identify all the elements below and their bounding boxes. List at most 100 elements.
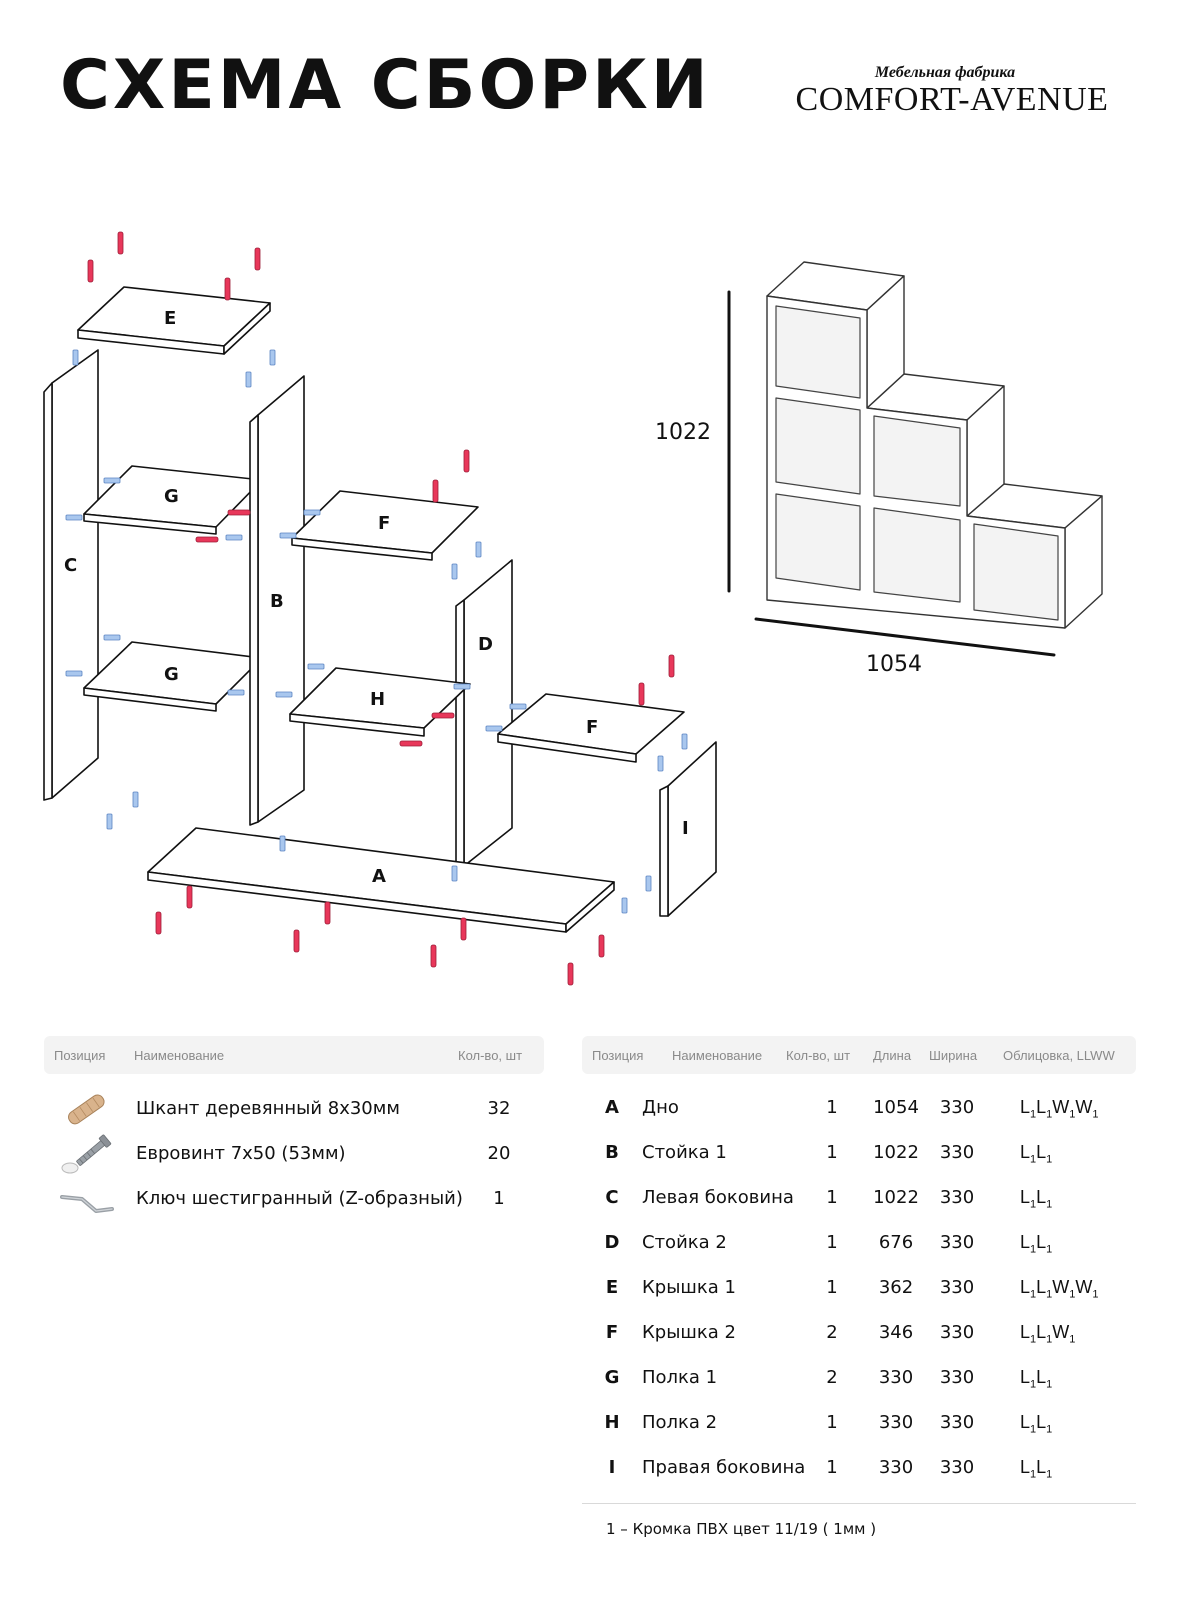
table-divider <box>582 1503 1136 1504</box>
hardware-row: Шкант деревянный 8х30мм 32 <box>44 1089 544 1129</box>
brand-logo: Мебельная фабрика COMFORT-AVENUE <box>760 64 1120 118</box>
edging-footnote: 1 – Кромка ПВХ цвет 11/19 ( 1мм ) <box>606 1520 877 1538</box>
part-name: Стойка 2 <box>642 1232 727 1253</box>
part-qty: 1 <box>826 1457 838 1478</box>
part-length: 1054 <box>873 1097 919 1118</box>
panel-f-lower <box>497 693 685 763</box>
part-qty: 1 <box>826 1097 838 1118</box>
part-edging: L1L1 <box>1020 1232 1053 1256</box>
part-width: 330 <box>939 1097 975 1118</box>
eurobolt-screw-icon <box>61 1134 112 1174</box>
part-length: 330 <box>878 1367 914 1388</box>
parts-header-length: Длина <box>873 1048 912 1063</box>
dowel-markers <box>87 231 675 986</box>
part-name: Правая боковина <box>642 1457 806 1478</box>
hardware-row: Евровинт 7х50 (53мм) 20 <box>44 1134 544 1174</box>
dimension-lines <box>727 290 1056 657</box>
part-qty: 1 <box>826 1277 838 1298</box>
part-edging: L1L1W1 <box>1020 1322 1076 1346</box>
part-code: G <box>604 1367 620 1388</box>
part-width: 330 <box>939 1412 975 1433</box>
parts-table-header: Позиция Наименование Кол-во, шт Длина Ши… <box>582 1036 1136 1074</box>
part-length: 676 <box>878 1232 914 1253</box>
panel-label-g-upper: G <box>164 486 179 507</box>
panel-label-a: A <box>372 866 386 887</box>
brand-name: COMFORT-AVENUE <box>795 81 1109 118</box>
parts-header-edging: Облицовка, LLWW <box>1003 1048 1115 1063</box>
part-length: 330 <box>878 1457 914 1478</box>
part-edging: L1L1 <box>1020 1142 1053 1166</box>
part-name: Полка 2 <box>642 1412 718 1433</box>
part-length: 330 <box>878 1412 914 1433</box>
hardware-header-position: Позиция <box>54 1048 106 1063</box>
panel-label-h: H <box>370 689 386 710</box>
assembly-diagram <box>43 231 1103 986</box>
dimension-height: 1022 <box>655 420 711 445</box>
part-code: F <box>605 1322 619 1343</box>
panel-label-b: B <box>270 591 284 612</box>
part-name: Крышка 1 <box>642 1277 736 1298</box>
hardware-header-qty: Кол-во, шт <box>458 1048 523 1063</box>
parts-header-width: Ширина <box>929 1048 978 1063</box>
table-row: A Дно 1 1054 330 L1L1W1W1 <box>582 1089 1136 1129</box>
hardware-header-name: Наименование <box>134 1048 225 1063</box>
part-length: 346 <box>878 1322 914 1343</box>
hardware-qty: 1 <box>493 1188 505 1209</box>
dimension-width: 1054 <box>866 652 922 677</box>
part-code: D <box>604 1232 620 1253</box>
part-code: I <box>608 1457 616 1478</box>
parts-header-name: Наименование <box>672 1048 763 1063</box>
wooden-dowel-icon <box>68 1094 105 1125</box>
parts-header-position: Позиция <box>592 1048 644 1063</box>
part-length: 362 <box>878 1277 914 1298</box>
part-width: 330 <box>939 1142 975 1163</box>
part-edging: L1L1 <box>1020 1367 1053 1391</box>
hardware-row: Ключ шестигранный (Z-образный) 1 <box>44 1179 544 1219</box>
panel-label-f-upper: F <box>378 513 391 534</box>
table-row: C Левая боковина 1 1022 330 L1L1 <box>582 1179 1136 1219</box>
table-row: G Полка 1 2 330 330 L1L1 <box>582 1359 1136 1399</box>
part-qty: 2 <box>826 1322 838 1343</box>
part-length: 1022 <box>873 1187 919 1208</box>
panel-f-upper <box>291 490 479 561</box>
part-code: E <box>605 1277 619 1298</box>
hardware-qty: 20 <box>487 1143 511 1164</box>
part-width: 330 <box>939 1187 975 1208</box>
part-edging: L1L1 <box>1020 1412 1053 1436</box>
parts-header-qty: Кол-во, шт <box>786 1048 851 1063</box>
part-code: B <box>605 1142 619 1163</box>
hex-key-icon <box>60 1195 114 1213</box>
hardware-name: Евровинт 7х50 (53мм) <box>136 1143 346 1164</box>
part-edging: L1L1 <box>1020 1187 1053 1211</box>
table-row: H Полка 2 1 330 330 L1L1 <box>582 1404 1136 1444</box>
part-code: C <box>605 1187 619 1208</box>
panel-g-lower <box>83 641 263 712</box>
panel-label-f-lower: F <box>586 717 599 738</box>
part-code: A <box>605 1097 619 1118</box>
part-edging: L1L1 <box>1020 1457 1053 1481</box>
part-qty: 1 <box>826 1412 838 1433</box>
table-row: D Стойка 2 1 676 330 L1L1 <box>582 1224 1136 1264</box>
panel-label-e: E <box>164 308 177 329</box>
panel-label-c: C <box>64 555 78 576</box>
part-width: 330 <box>939 1457 975 1478</box>
hardware-name: Шкант деревянный 8х30мм <box>136 1098 400 1119</box>
panel-a <box>147 827 615 933</box>
hardware-qty: 32 <box>487 1098 511 1119</box>
assembled-view <box>766 261 1103 629</box>
part-width: 330 <box>939 1232 975 1253</box>
part-qty: 2 <box>826 1367 838 1388</box>
panel-label-d: D <box>478 634 493 655</box>
screw-markers <box>65 349 688 914</box>
part-width: 330 <box>939 1277 975 1298</box>
panel-d <box>455 559 513 869</box>
panel-label-i: I <box>682 818 689 839</box>
part-code: H <box>604 1412 620 1433</box>
table-row: I Правая боковина 1 330 330 L1L1 <box>582 1449 1136 1489</box>
part-name: Полка 1 <box>642 1367 718 1388</box>
part-length: 1022 <box>873 1142 919 1163</box>
panel-e <box>77 286 271 355</box>
part-name: Стойка 1 <box>642 1142 727 1163</box>
hardware-name: Ключ шестигранный (Z-образный) <box>136 1188 463 1209</box>
hardware-table-header: Позиция Наименование Кол-во, шт <box>44 1036 544 1074</box>
